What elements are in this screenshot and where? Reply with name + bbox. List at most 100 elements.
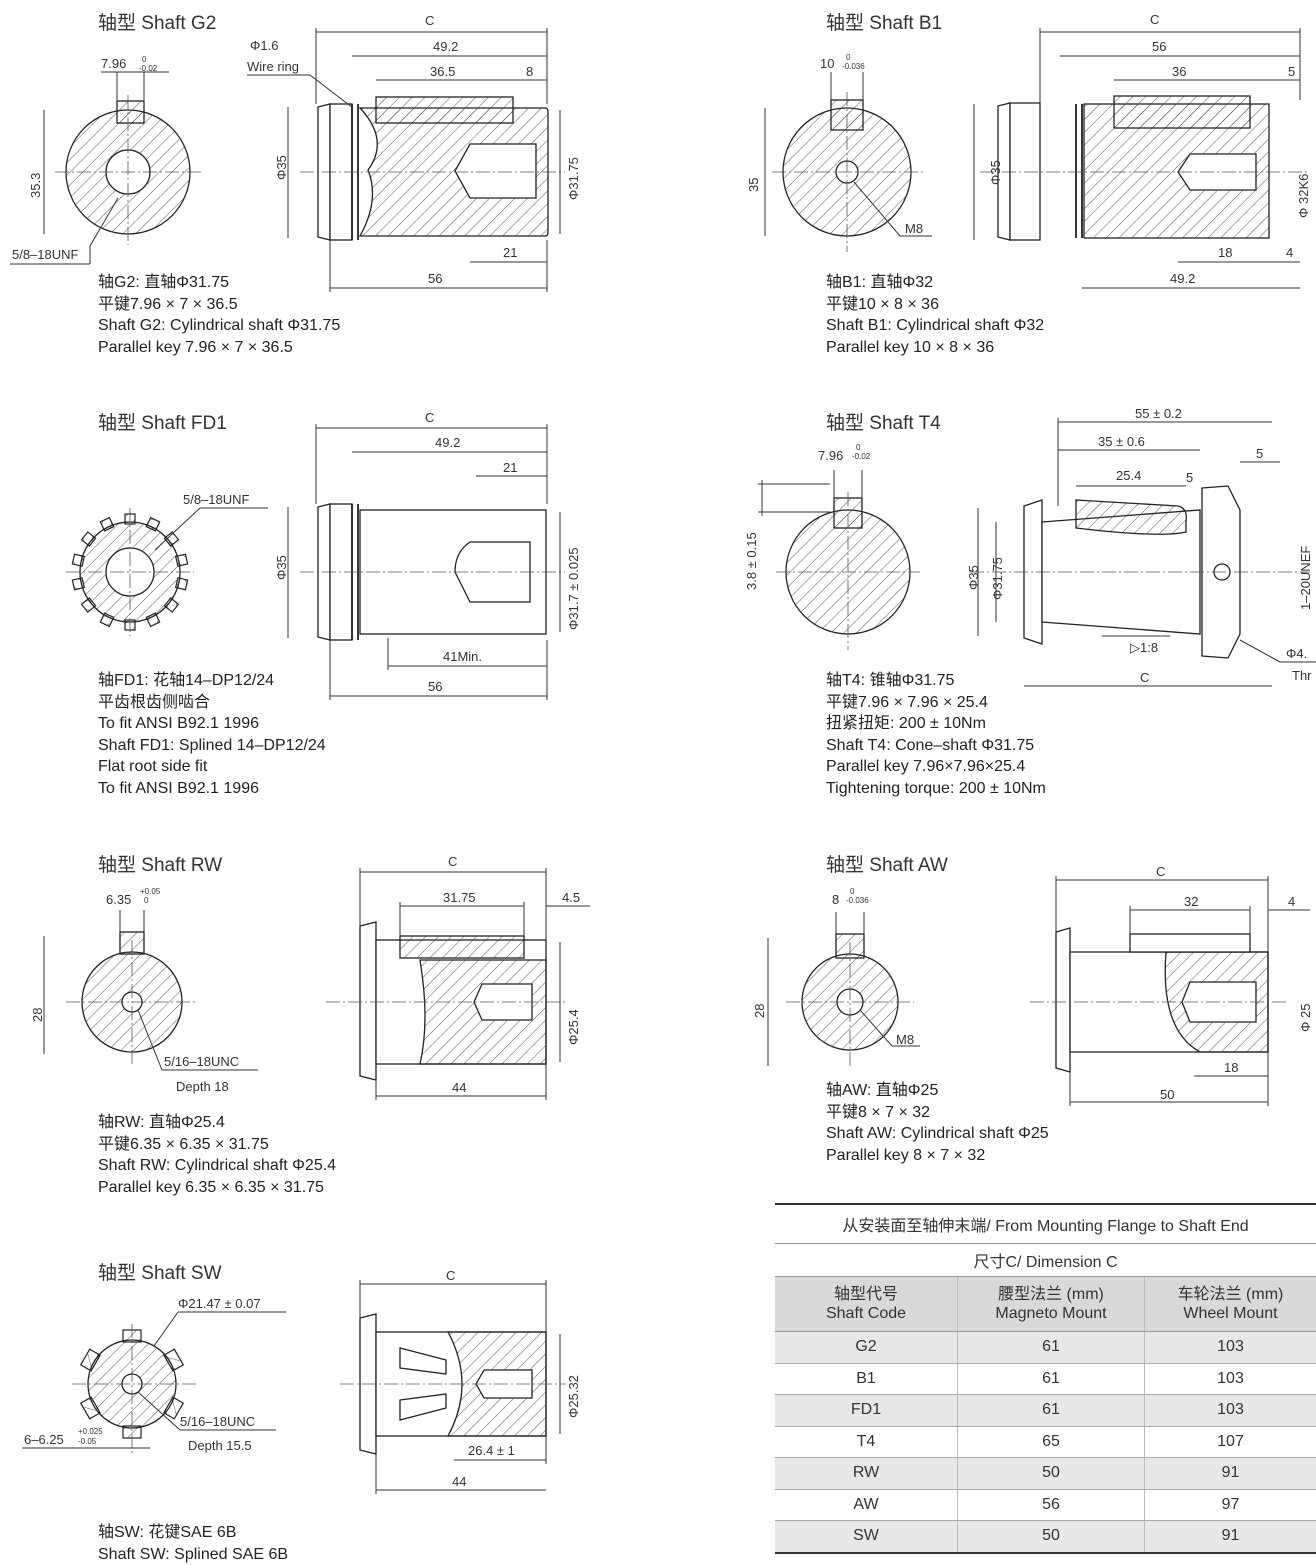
g2-thread-label: 5/8–18UNF [12,247,79,262]
aw-thread-label: M8 [896,1032,914,1047]
g2-dim-2: 36.5 [430,64,455,79]
shaft-sw-title: 轴型 Shaft SW [98,1263,222,1284]
t4-thread-label: 1–20UNEF [1298,546,1313,610]
fd1-line-5: Flat root side fit [98,758,208,775]
g2-line-4: Parallel key 7.96 × 7 × 36.5 [98,338,293,356]
b1-c-label: C [1150,12,1159,27]
aw-dim-3: 18 [1224,1060,1238,1075]
table-header: 从安装面至轴伸末端/ From Mounting Flange to Shaft… [775,1203,1316,1244]
svg-text:-0.05: -0.05 [78,1437,97,1446]
rw-line-1: 轴RW: 直轴Φ25.4 [98,1114,225,1131]
b1-line-4: Parallel key 10 × 8 × 36 [826,338,995,356]
fd1-dim-2: 21 [503,460,517,475]
aw-dim-2: 4 [1288,894,1295,909]
g2-key [116,100,145,124]
shaft-aw-description: 轴AW: 直轴Φ25 平键8 × 7 × 32 Shaft AW: Cylind… [826,1080,1049,1166]
t4-c-label: C [1140,670,1149,685]
g2-line-2: 平键7.96 × 7 × 36.5 [98,295,238,313]
aw-line-4: Parallel key 8 × 7 × 32 [826,1146,986,1164]
cell: 107 [1144,1426,1316,1458]
t4-dim-2: 35 ± 0.6 [1098,434,1145,449]
rw-dim-2: 4.5 [562,890,580,905]
fd1-dia-label: Φ35 [274,555,289,580]
cell: AW [775,1489,958,1521]
col-wheel-en: Wheel Mount [1183,1305,1278,1322]
shaft-aw-title: 轴型 Shaft AW [826,855,948,876]
sw-c-label: C [446,1268,455,1283]
aw-line-3: Shaft AW: Cylindrical shaft Φ25 [826,1125,1049,1142]
t4-keyw-label: 7.96 [818,448,843,463]
col-wheel-cn: 车轮法兰 (mm) [1177,1286,1284,1303]
g2-wire-ring-label: Wire ring [247,59,299,74]
sw-spline-label: Φ21.47 ± 0.07 [178,1296,261,1311]
g2-keyh-label: 35.3 [28,173,43,198]
b1-dim-4: 18 [1218,245,1232,260]
cell: B1 [775,1363,958,1395]
t4-line-5: Parallel key 7.96×7.96×25.4 [826,758,1026,775]
cell: 61 [957,1363,1145,1395]
b1-dim-3: 5 [1288,64,1295,79]
svg-text:-0.02: -0.02 [139,64,158,73]
fd1-c-label: C [425,410,434,425]
col-magneto-cn: 腰型法兰 (mm) [998,1286,1104,1303]
rw-keyh-label: 28 [30,1008,45,1022]
fd1-line-3: To fit ANSI B92.1 1996 [98,715,259,732]
cell: 56 [957,1489,1145,1521]
shaft-sw-description: 轴SW: 花键SAE 6B Shaft SW: Splined SAE 6B [98,1522,288,1565]
sw-line-2: Shaft SW: Splined SAE 6B [98,1545,289,1563]
svg-text:-0.036: -0.036 [842,62,865,71]
fd1-shaft-label: Φ31.7 ± 0.025 [566,547,581,630]
rw-thread-label: 5/16–18UNC [164,1054,239,1069]
cell: T4 [775,1426,958,1458]
shaft-fd1-title: 轴型 Shaft FD1 [98,413,227,434]
rw-line-2: 平键6.35 × 6.35 × 31.75 [98,1135,269,1153]
col-wheel-mount: 车轮法兰 (mm) Wheel Mount [1144,1276,1316,1332]
aw-keyh-label: 28 [752,1004,767,1018]
shaft-g2-drawing: 7.96 0-0.02 35.3 5/8–18UNF C 49.2 36.5 8… [10,13,581,292]
cell: 50 [957,1457,1145,1490]
svg-text:0: 0 [856,443,861,452]
fd1-line-1: 轴FD1: 花轴14–DP12/24 [98,672,275,689]
t4-extra2-label: Thr [1292,668,1312,683]
sw-depth-label: Depth 15.5 [188,1438,252,1453]
g2-ring-label: Φ1.6 [250,38,278,53]
sw-dim-1: 26.4 ± 1 [468,1443,515,1458]
svg-text:0: 0 [144,896,149,905]
shaft-rw-title: 轴型 Shaft RW [98,855,223,876]
rw-c-label: C [448,854,457,869]
svg-text:0: 0 [142,55,147,64]
t4-dia2-label: Φ31.75 [990,557,1005,600]
rw-keyw-label: 6.35 [106,892,131,907]
b1-line-2: 平键10 × 8 × 36 [826,295,939,313]
shaft-t4-drawing: 7.96 0-0.02 3.8 ± 0.15 55 ± 0.2 35 ± 0.6… [744,406,1316,687]
sw-keyw-label: 6–6.25 [24,1432,64,1447]
g2-dim-5: 56 [428,271,442,286]
shaft-b1-description: 轴B1: 直轴Φ32 平键10 × 8 × 36 Shaft B1: Cylin… [826,272,1044,358]
cell: RW [775,1457,958,1490]
t4-dim-4: 5 [1186,470,1193,485]
t4-keyh-label: 3.8 ± 0.15 [744,532,759,590]
fd1-dim-3: 41Min. [443,649,482,664]
rw-line-3: Shaft RW: Cylindrical shaft Φ25.4 [98,1157,337,1174]
g2-line-3: Shaft G2: Cylindrical shaft Φ31.75 [98,317,341,334]
svg-text:+0.05: +0.05 [140,887,161,896]
t4-dim-3: 25.4 [1116,468,1141,483]
col-magneto-mount: 腰型法兰 (mm)Magneto Mount [957,1276,1145,1332]
b1-keyw-label: 10 [820,56,834,71]
aw-line-2: 平键8 × 7 × 32 [826,1103,931,1121]
shaft-g2-description: 轴G2: 直轴Φ31.75 平键7.96 × 7 × 36.5 Shaft G2… [98,272,340,358]
cell: 65 [957,1426,1145,1458]
aw-shaft-label: Φ 25 [1298,1004,1313,1032]
aw-dim-4: 50 [1160,1087,1174,1102]
dimension-c-table: 从安装面至轴伸末端/ From Mounting Flange to Shaft… [775,1203,1316,1554]
svg-text:0: 0 [846,53,851,62]
t4-dim-1: 55 ± 0.2 [1135,406,1182,421]
aw-line-1: 轴AW: 直轴Φ25 [826,1082,939,1099]
shaft-sw-drawing: Φ21.47 ± 0.07 5/16–18UNC Depth 15.5 6–6.… [22,1268,581,1494]
b1-line-3: Shaft B1: Cylindrical shaft Φ32 [826,317,1045,334]
g2-line-1: 轴G2: 直轴Φ31.75 [98,274,230,291]
